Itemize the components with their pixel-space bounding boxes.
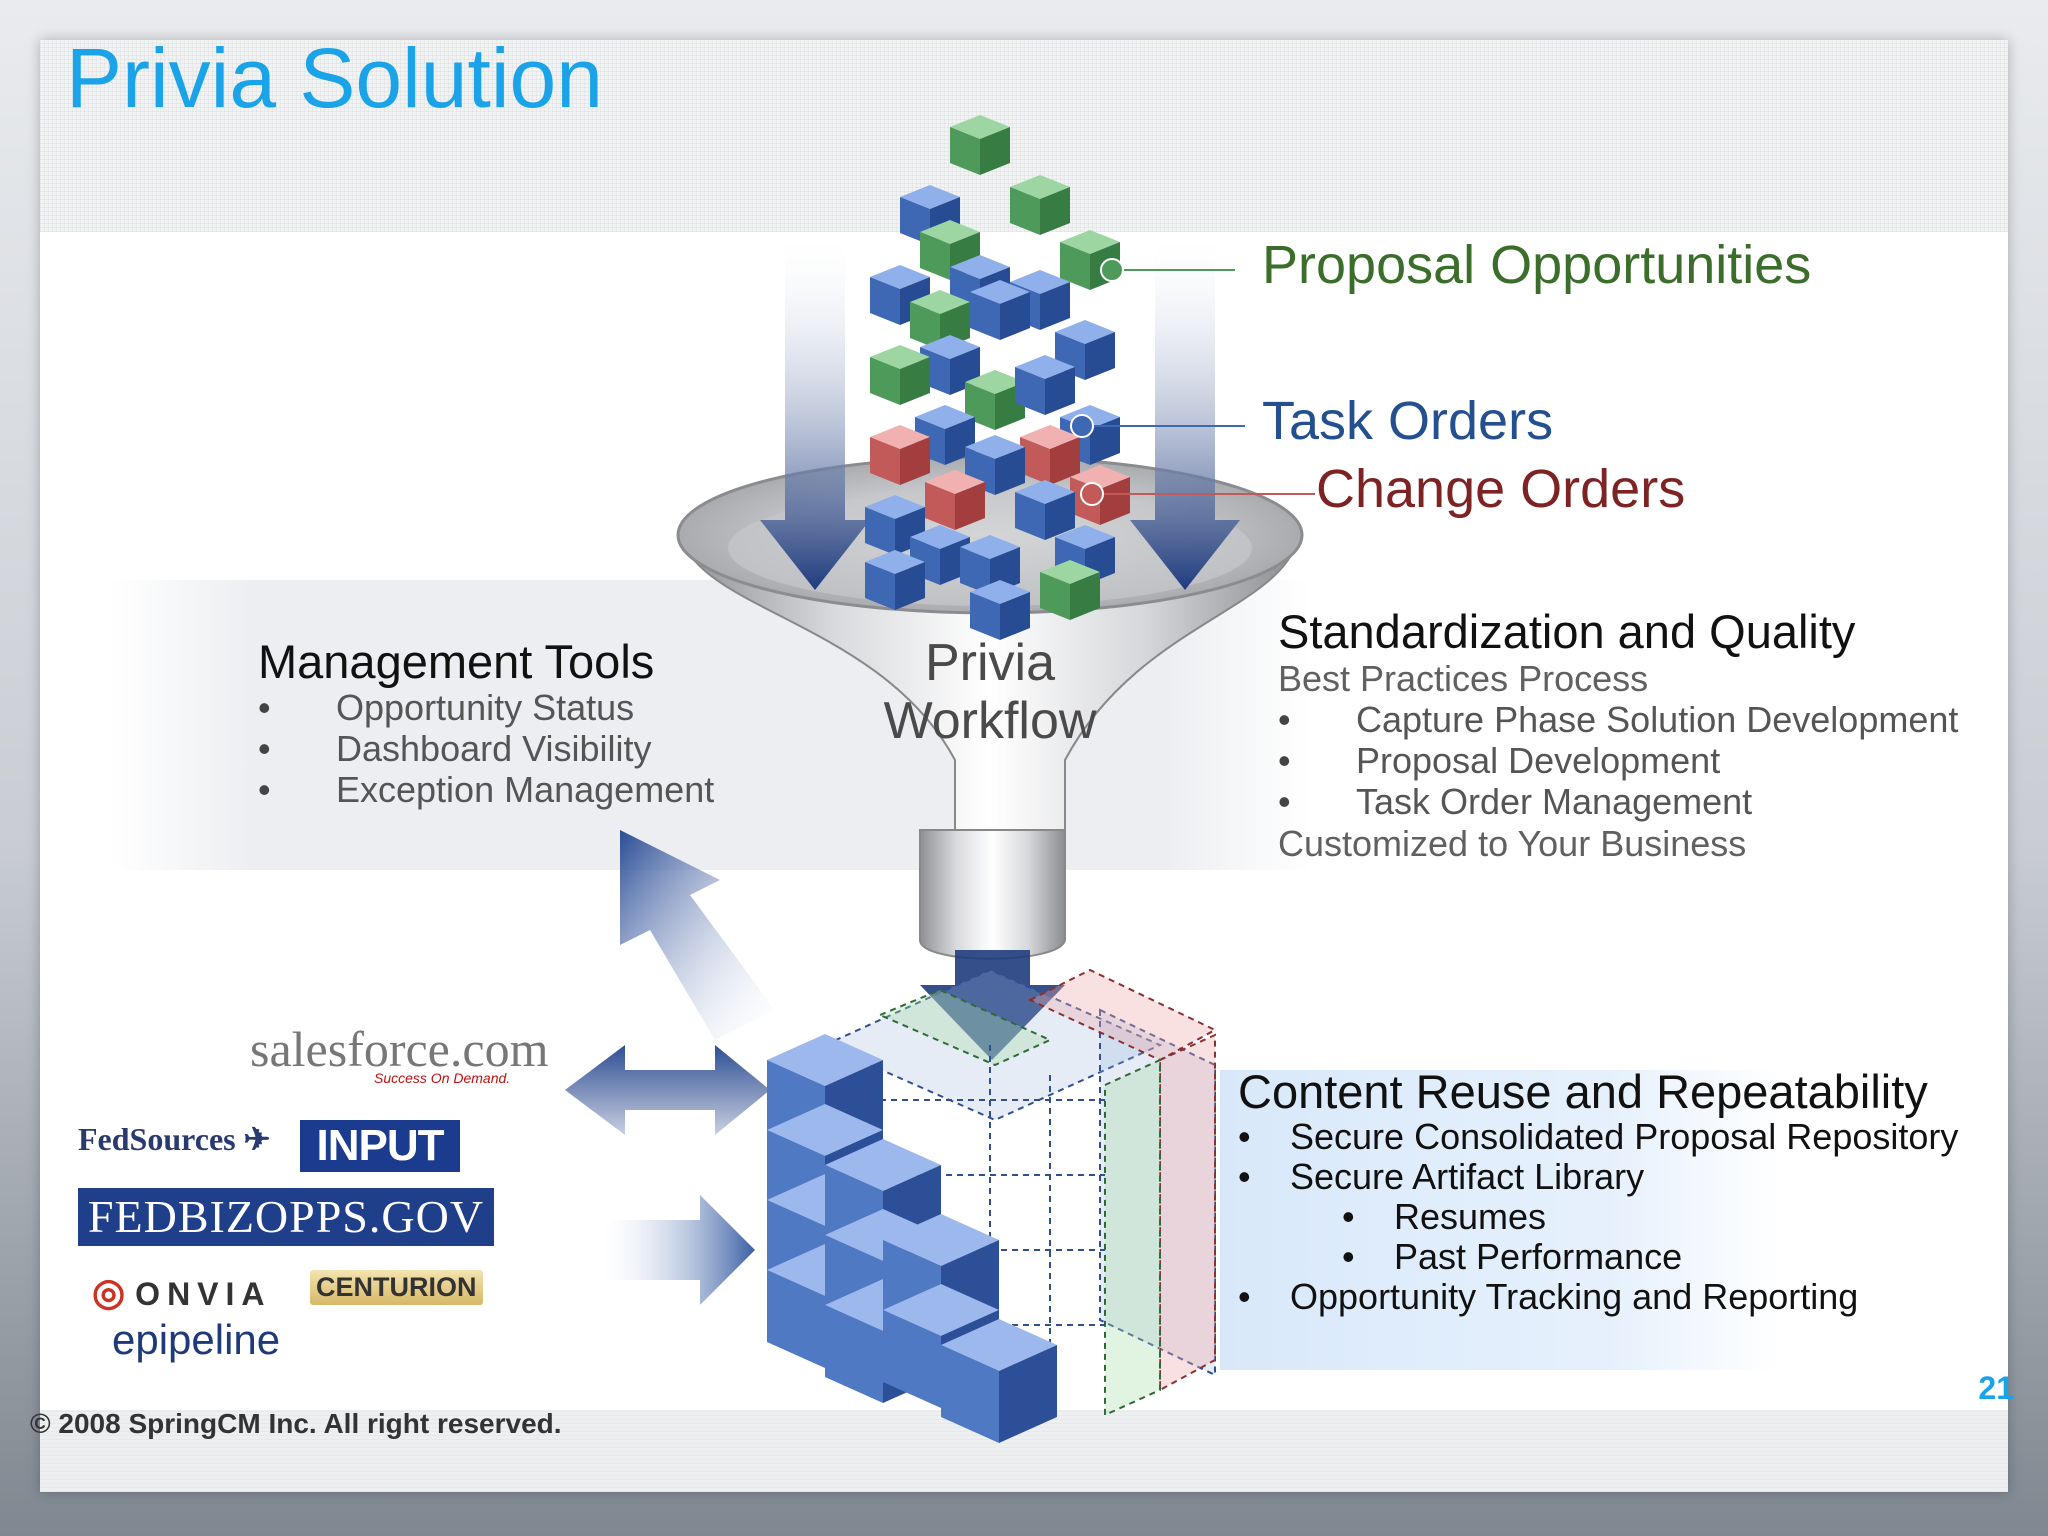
arrow-bidirectional — [565, 1045, 770, 1135]
standardization-footer: Customized to Your Business — [1278, 823, 1747, 864]
list-item: Dashboard Visibility — [258, 731, 714, 768]
salesforce-logo: salesforce.com Success On Demand. — [250, 1020, 549, 1086]
standardization-heading: Standardization and Quality — [1278, 605, 1856, 658]
onvia-logo: ◎ONVIA — [92, 1270, 272, 1315]
list-item: Capture Phase Solution Development — [1278, 702, 1958, 739]
fedsources-logo: FedSources ✈ — [78, 1120, 270, 1158]
list-item: Past Performance — [1342, 1239, 1958, 1276]
standardization-block: Standardization and Quality Best Practic… — [1278, 608, 1958, 862]
eagle-icon: ✈ — [235, 1121, 271, 1157]
input-logo: INPUT — [300, 1120, 460, 1172]
list-item: Opportunity Status — [258, 690, 714, 727]
fedsources-wordmark: FedSources — [78, 1121, 236, 1157]
list-item: Task Order Management — [1278, 784, 1958, 821]
label-change-orders: Change Orders — [1316, 459, 1686, 519]
list-item: Proposal Development — [1278, 743, 1958, 780]
repository-cube — [767, 968, 1218, 1443]
callout-lines — [1070, 258, 1315, 506]
arrow-into-repository — [920, 950, 1065, 1060]
management-tools-block: Management Tools Opportunity Status Dash… — [258, 638, 714, 808]
arrow-from-partners — [600, 1195, 755, 1305]
onvia-wordmark: ONVIA — [135, 1276, 272, 1312]
header-band — [40, 40, 2008, 232]
funnel-label: Privia Workflow — [840, 634, 1140, 750]
list-item: Secure Artifact Library — [1238, 1159, 1958, 1196]
label-proposal-opportunities: Proposal Opportunities — [1262, 235, 1812, 295]
falling-cubes — [865, 115, 1130, 640]
salesforce-tagline: Success On Demand. — [374, 1070, 511, 1086]
epipeline-logo: epipeline — [112, 1316, 281, 1363]
content-reuse-heading: Content Reuse and Repeatability — [1238, 1065, 1928, 1118]
salesforce-wordmark: salesforce.com — [250, 1021, 549, 1077]
list-item: Secure Consolidated Proposal Repository — [1238, 1119, 1958, 1156]
list-item: Exception Management — [258, 772, 714, 809]
list-item: Opportunity Tracking and Reporting — [1238, 1279, 1958, 1316]
intake-arrows — [760, 240, 1240, 590]
content-reuse-block: Content Reuse and Repeatability Secure C… — [1238, 1068, 1958, 1315]
page-title: Privia Solution — [66, 31, 603, 125]
standardization-subheading: Best Practices Process — [1278, 658, 1649, 699]
arrow-to-management — [620, 830, 775, 1040]
funnel-label-line2: Workflow — [883, 692, 1097, 751]
management-tools-heading: Management Tools — [258, 635, 655, 688]
funnel-label-line1: Privia — [924, 634, 1056, 692]
list-item: Resumes — [1342, 1199, 1958, 1236]
onvia-icon: ◎ — [92, 1272, 126, 1314]
fedbizopps-logo: FEDBIZOPPS.GOV — [78, 1188, 494, 1246]
label-task-orders: Task Orders — [1262, 391, 1554, 451]
copyright: © 2008 SpringCM Inc. All right reserved. — [30, 1408, 562, 1439]
centurion-logo: CENTURION — [310, 1270, 483, 1305]
page-number: 21 — [1978, 1370, 2014, 1406]
